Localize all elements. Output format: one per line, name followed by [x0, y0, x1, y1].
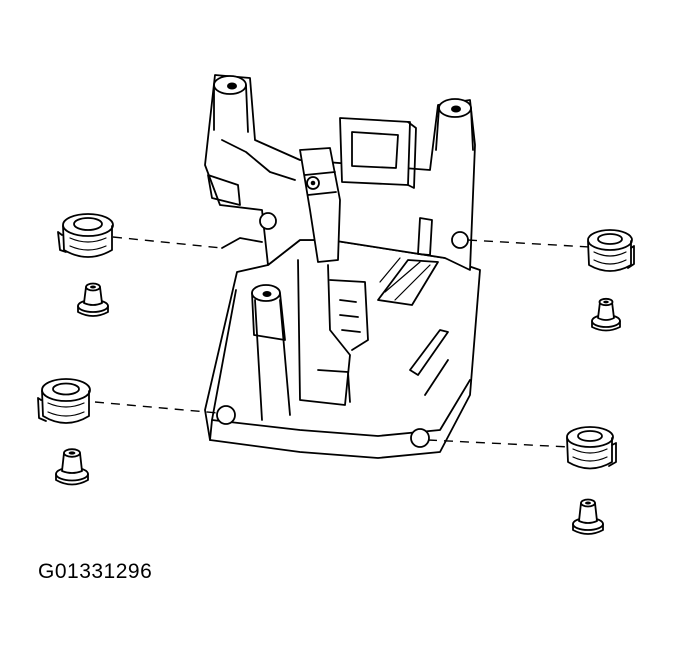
collar-top-right [591, 297, 621, 332]
shifter-base-housing [204, 74, 481, 459]
figure-id-label: G01331296 [38, 560, 153, 583]
collar-bottom-right [572, 498, 604, 535]
grommet-top-left [57, 213, 114, 258]
grommet-top-right [587, 229, 635, 272]
grommet-bottom-left [37, 378, 91, 424]
collar-top-left [77, 282, 109, 317]
grommet-bottom-right [566, 426, 617, 470]
assembly-guide-lines [94, 236, 591, 448]
collar-bottom-left [55, 448, 89, 486]
